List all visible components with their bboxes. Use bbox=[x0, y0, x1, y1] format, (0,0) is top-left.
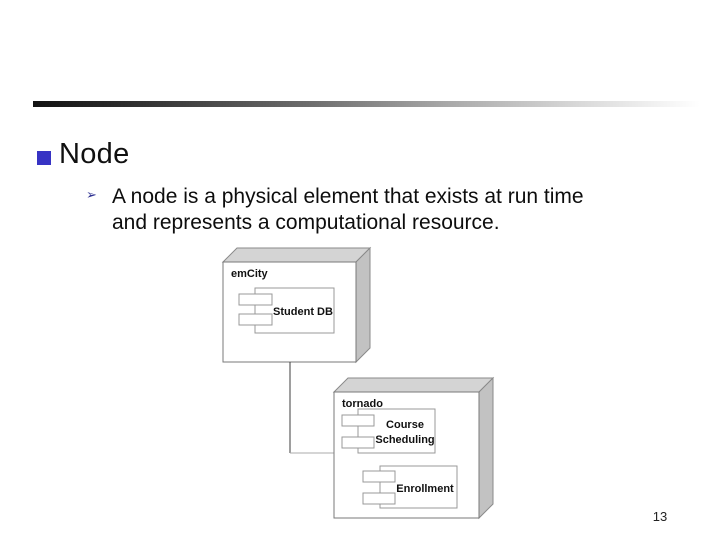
page-number: 13 bbox=[652, 509, 668, 524]
slide-title: Node bbox=[59, 138, 130, 170]
component-enrollment: Enrollment bbox=[362, 465, 458, 509]
component-enrollment-tab1 bbox=[362, 470, 396, 483]
component-enrollment-label: Enrollment bbox=[396, 483, 454, 495]
node-tornado-top-face bbox=[332, 377, 495, 393]
node-tornado-label: tornado bbox=[342, 398, 383, 410]
component-student-db-label: Student DB bbox=[273, 306, 333, 318]
bullet-text-line2: and represents a computational resource. bbox=[112, 211, 500, 234]
header-rule bbox=[33, 101, 700, 107]
component-student-db: Student DB bbox=[238, 287, 335, 334]
node-tornado-side-face bbox=[478, 376, 494, 520]
uml-deployment-diagram: emCity Student DB tornado bbox=[221, 246, 495, 520]
component-course-scheduling-label-line1: Course bbox=[386, 419, 424, 431]
node-connector bbox=[289, 362, 334, 454]
node-emcity-side-face bbox=[355, 246, 371, 364]
node-emcity-label: emCity bbox=[231, 268, 269, 280]
component-enrollment-tab2 bbox=[362, 492, 396, 505]
component-course-scheduling-tab2 bbox=[341, 436, 375, 449]
bullet-arrow-icon: ➢ bbox=[86, 188, 97, 203]
component-student-db-tab1 bbox=[238, 293, 273, 306]
title-bullet-icon bbox=[37, 151, 51, 165]
component-course-scheduling: Course Scheduling bbox=[341, 408, 436, 454]
bullet-text: A node is a physical element that exists… bbox=[112, 184, 584, 236]
node-tornado: tornado Course Scheduling Enrollment bbox=[332, 376, 495, 520]
component-course-scheduling-label-line2: Scheduling bbox=[375, 434, 434, 446]
node-emcity: emCity Student DB bbox=[221, 246, 372, 364]
bullet-text-line1: A node is a physical element that exists… bbox=[112, 185, 584, 208]
component-course-scheduling-tab1 bbox=[341, 414, 375, 427]
node-emcity-top-face bbox=[221, 247, 372, 263]
component-student-db-tab2 bbox=[238, 313, 273, 326]
